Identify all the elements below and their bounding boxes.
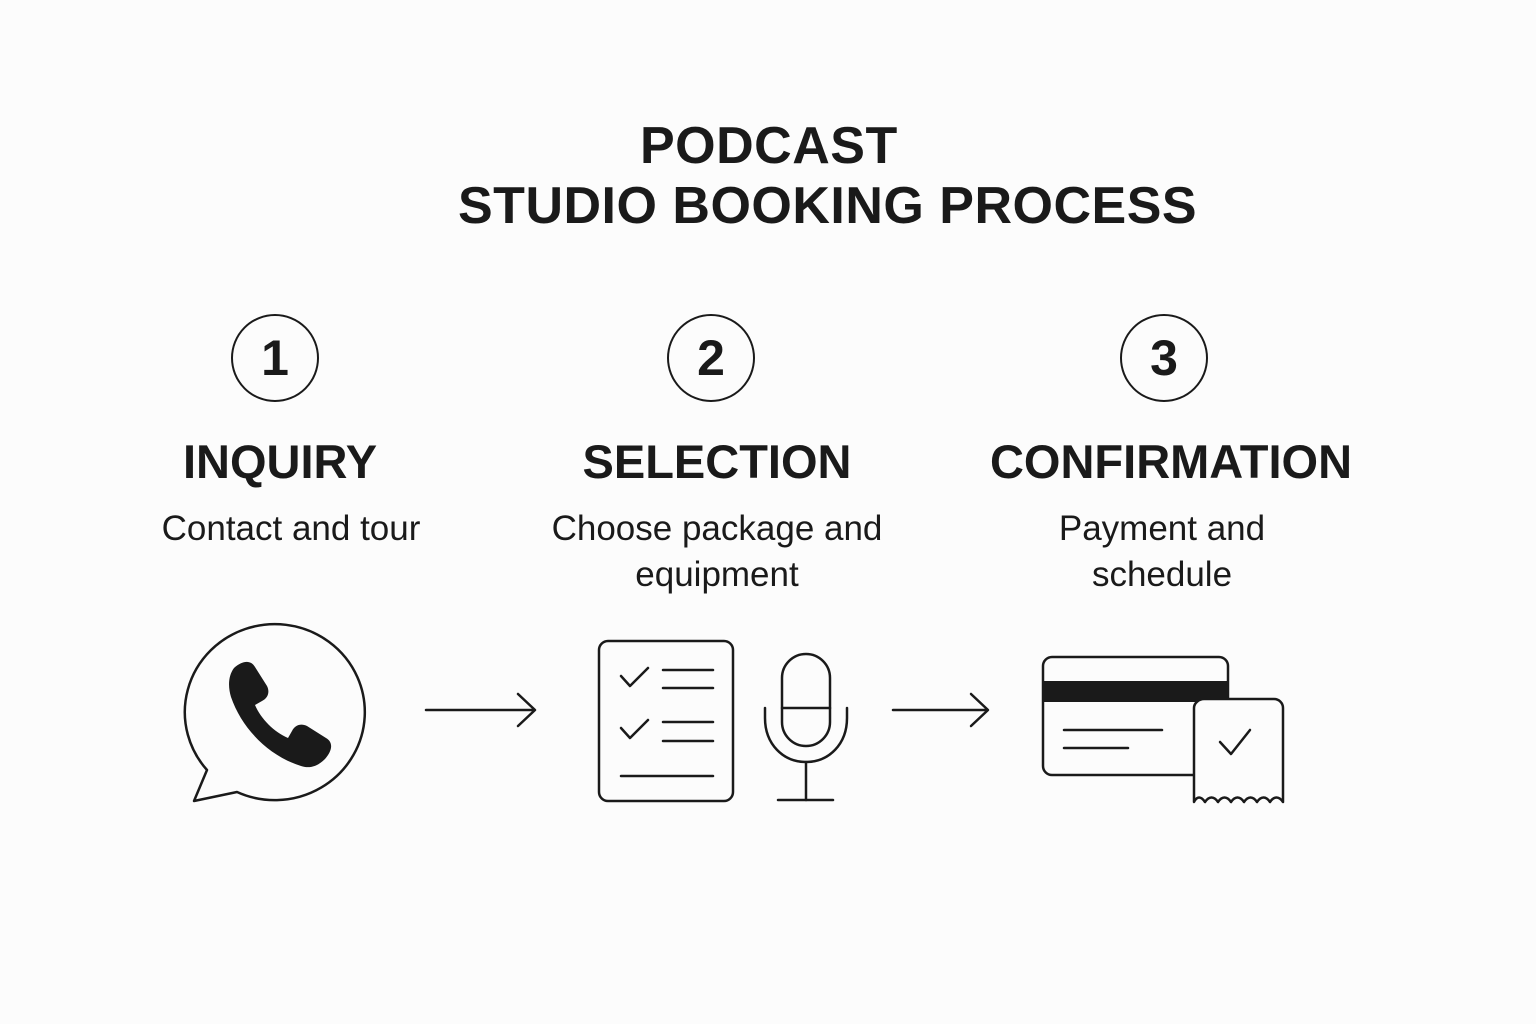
arrow-right-icon xyxy=(891,692,990,728)
page-title-line-1: PODCAST xyxy=(640,117,898,175)
step-3-heading: CONFIRMATION xyxy=(989,435,1353,488)
checklist-icon xyxy=(597,639,735,803)
credit-card-icon xyxy=(1041,655,1230,777)
step-1-heading: INQUIRY xyxy=(182,435,378,488)
arrow-right-icon xyxy=(424,692,537,728)
step-2-description: Choose package and equipment xyxy=(551,509,883,594)
step-1-number-badge: 1 xyxy=(231,314,319,402)
step-1-description: Contact and tour xyxy=(161,509,421,548)
step-3-description: Payment and schedule xyxy=(1058,509,1266,594)
step-2-heading: SELECTION xyxy=(582,435,852,488)
microphone-icon xyxy=(763,652,849,802)
step-3-number-badge: 3 xyxy=(1120,314,1208,402)
step-2-number-badge: 2 xyxy=(667,314,755,402)
page-title-line-2: STUDIO BOOKING PROCESS xyxy=(458,177,1198,235)
receipt-check-icon xyxy=(1192,697,1285,804)
phone-chat-bubble-icon xyxy=(183,622,367,803)
